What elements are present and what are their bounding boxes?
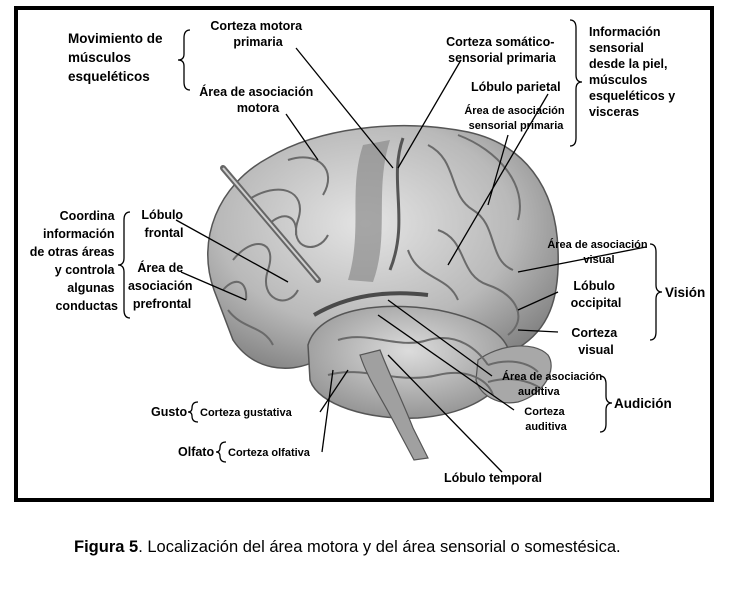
gyri <box>222 134 541 396</box>
figure-frame: Movimiento de músculos esqueléticos Cort… <box>14 6 714 502</box>
label-corteza-visual: Corteza visual <box>571 326 620 357</box>
label-gusto: Gusto <box>151 405 187 419</box>
label-olfato: Olfato <box>178 445 214 459</box>
label-lobulo-parietal: Lóbulo parietal <box>471 80 561 94</box>
label-movimiento: Movimiento de músculos esqueléticos <box>68 31 166 84</box>
label-area-asoc-motora: Área de asociación motora <box>199 84 316 115</box>
brain-illustration <box>207 125 559 461</box>
label-lobulo-temporal: Lóbulo temporal <box>444 471 542 485</box>
brain-diagram: Movimiento de músculos esqueléticos Cort… <box>30 19 706 485</box>
label-lobulo-frontal: Lóbulo frontal <box>141 208 186 240</box>
label-area-asoc-auditiva: Área de asociación auditiva <box>502 370 605 398</box>
label-area-asoc-sensorial: Área de asociación sensorial primaria <box>464 104 567 132</box>
labels: Movimiento de músculos esqueléticos Cort… <box>30 19 706 485</box>
label-area-asoc-visual: Área de asociación visual <box>547 238 650 266</box>
probe-stick-highlight <box>222 167 319 281</box>
label-corteza-motora: Corteza motora primaria <box>210 19 305 49</box>
label-informacion: Información sensorial desde la piel, mús… <box>589 25 679 119</box>
label-corteza-gustativa: Corteza gustativa <box>200 407 293 419</box>
label-corteza-olfativa: Corteza olfativa <box>228 447 311 459</box>
motor-cortex-band <box>348 140 390 282</box>
cerebellum-shape <box>475 345 552 404</box>
label-coordina: Coordina información de otras áreas y co… <box>30 209 118 313</box>
central-sulcus <box>388 137 405 271</box>
label-vision: Visión <box>665 285 705 300</box>
sylvian-fissure <box>312 291 429 317</box>
figure-label: Figura 5 <box>74 538 139 556</box>
leader-lines <box>117 19 663 473</box>
label-corteza-somatico: Corteza somático- sensorial primaria <box>446 35 558 65</box>
figure-caption: Figura 5. Localización del área motora y… <box>74 538 621 557</box>
brainstem <box>359 349 429 461</box>
caption-text: . Localización del área motora y del áre… <box>138 538 621 556</box>
label-area-asoc-prefrontal: Área de asociación prefrontal <box>128 260 196 311</box>
label-lobulo-occipital: Lóbulo occipital <box>571 279 622 310</box>
label-audicion: Audición <box>614 396 672 411</box>
label-corteza-auditiva: Corteza auditiva <box>524 406 567 433</box>
